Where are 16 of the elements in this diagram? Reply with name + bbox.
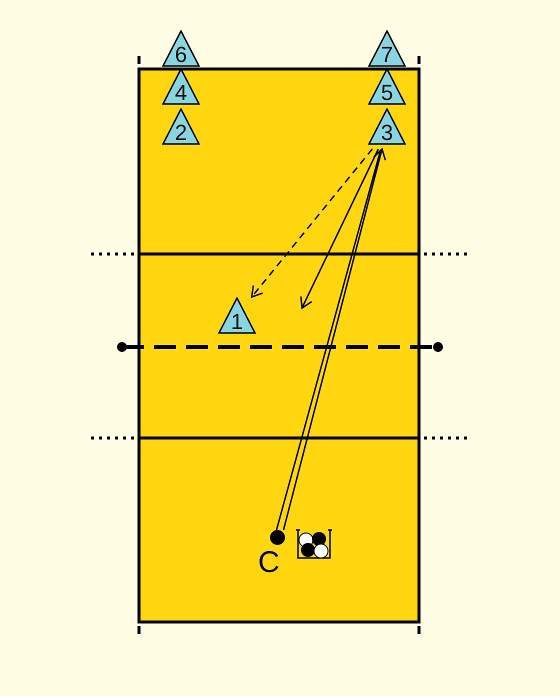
player-number: 1 [230,311,244,333]
player-number: 6 [174,44,188,66]
player-number: 3 [380,122,394,144]
player-cone [162,68,200,105]
player-cone [368,108,406,145]
player-cone [218,297,256,334]
arrow [276,148,386,531]
arrow [250,148,373,298]
player-number: 7 [380,44,394,66]
player-number: 2 [174,122,188,144]
arrow [300,148,380,309]
player-cone [162,108,200,145]
coach-label: C [258,548,280,578]
player-number: 5 [380,82,394,104]
player-number: 4 [174,82,188,104]
player-cone [368,68,406,105]
